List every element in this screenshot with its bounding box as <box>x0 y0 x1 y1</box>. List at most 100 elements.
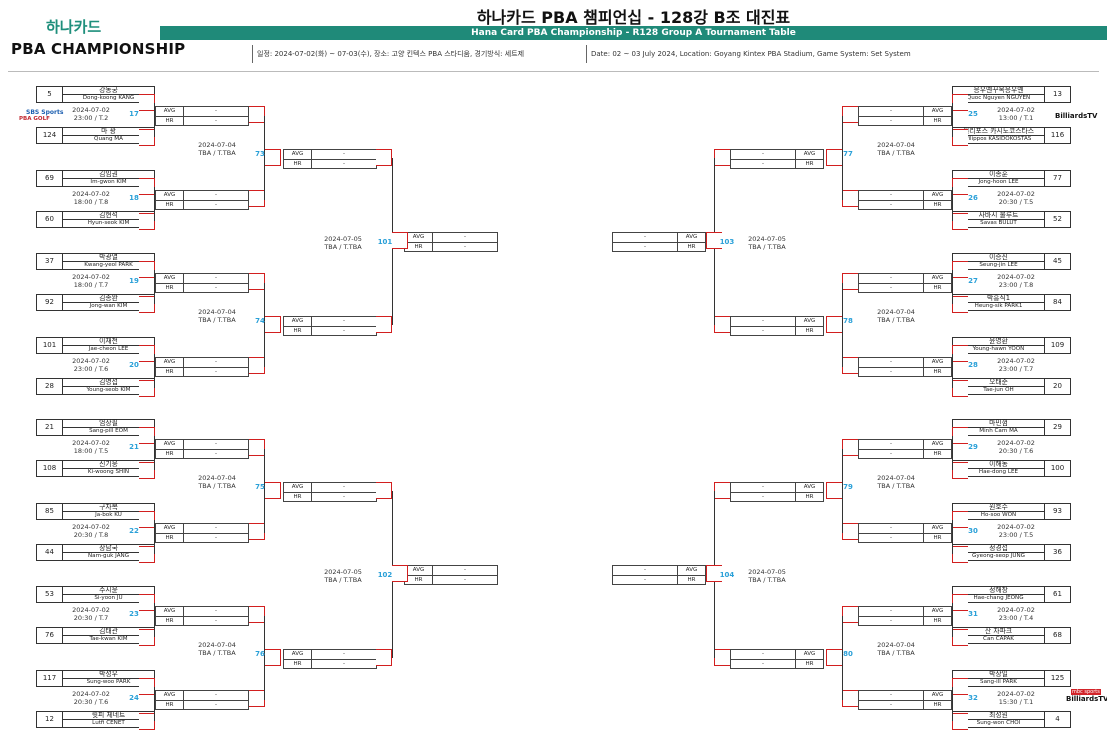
avg-row: AVG- <box>859 107 951 116</box>
match-date: 2024-07-04 <box>877 307 915 316</box>
hr-label: HR <box>923 700 951 710</box>
player-name-kr: 마 꽝 <box>63 128 154 136</box>
hr-label: HR <box>156 617 184 626</box>
score-slot <box>265 481 281 499</box>
avg-label: AVG <box>284 482 312 492</box>
hr-label: HR <box>795 159 823 169</box>
hr-value: - <box>890 618 892 624</box>
match-number: 75 <box>255 482 265 491</box>
player-seed: 61 <box>1044 587 1070 602</box>
bracket-line <box>154 603 155 637</box>
avg-value: - <box>644 234 646 241</box>
player-name-en: Hae-chang JEONG <box>973 595 1024 601</box>
avg-value: - <box>762 150 764 157</box>
avg-label: AVG <box>795 482 823 492</box>
bracket-line <box>842 116 843 200</box>
avg-row: AVG- <box>156 107 248 116</box>
match-time: 15:30 / T.1 <box>998 697 1034 706</box>
player-name-kr: 김태관 <box>63 628 154 636</box>
player-name-en: Kwang-yeol PARK <box>84 262 133 268</box>
avg-label: AVG <box>156 440 184 449</box>
hr-value: - <box>215 618 217 624</box>
hr-value: - <box>215 701 217 708</box>
match-number: 80 <box>843 649 853 658</box>
match-time: TBA / T.TBA <box>877 315 915 324</box>
hr-row: HR- <box>156 532 248 543</box>
avg-row: AVG- <box>284 649 376 659</box>
player-name-en: Hyun-seok KIM <box>87 219 130 226</box>
match-date: 2024-07-04 <box>877 640 915 649</box>
match-time: TBA / T.TBA <box>198 148 236 157</box>
score-box: AVG-HR- <box>404 232 498 253</box>
hr-label: HR <box>284 326 312 336</box>
match-time: 20:30 / T.8 <box>73 530 109 539</box>
player-name-kr: 최성원 <box>953 711 1044 720</box>
player-name-kr: 박광열 <box>63 254 154 262</box>
score-slot <box>842 273 858 290</box>
bracket-line <box>952 186 953 221</box>
match-number: 24 <box>129 693 139 702</box>
hr-row: HR- <box>859 532 951 543</box>
hr-label: HR <box>156 367 184 377</box>
bracket-line <box>154 270 155 304</box>
player-seed: 92 <box>37 295 63 310</box>
hr-label: HR <box>923 284 951 293</box>
match-number: 29 <box>968 443 978 451</box>
score-slot <box>139 712 155 730</box>
avg-label: AVG <box>795 316 823 326</box>
avg-value: - <box>215 275 217 281</box>
hr-value: - <box>762 660 764 667</box>
player-name-kr: 원호수 <box>953 503 1044 512</box>
avg-row: AVG- <box>859 190 951 200</box>
hr-value: - <box>343 160 345 167</box>
page-subtitle: Hana Card PBA Championship - R128 Group … <box>160 26 1107 40</box>
bracket-line <box>842 449 843 533</box>
hr-value: - <box>890 451 892 457</box>
match-time: 23:00 / T.8 <box>998 281 1034 289</box>
player-seed: 108 <box>37 461 63 476</box>
